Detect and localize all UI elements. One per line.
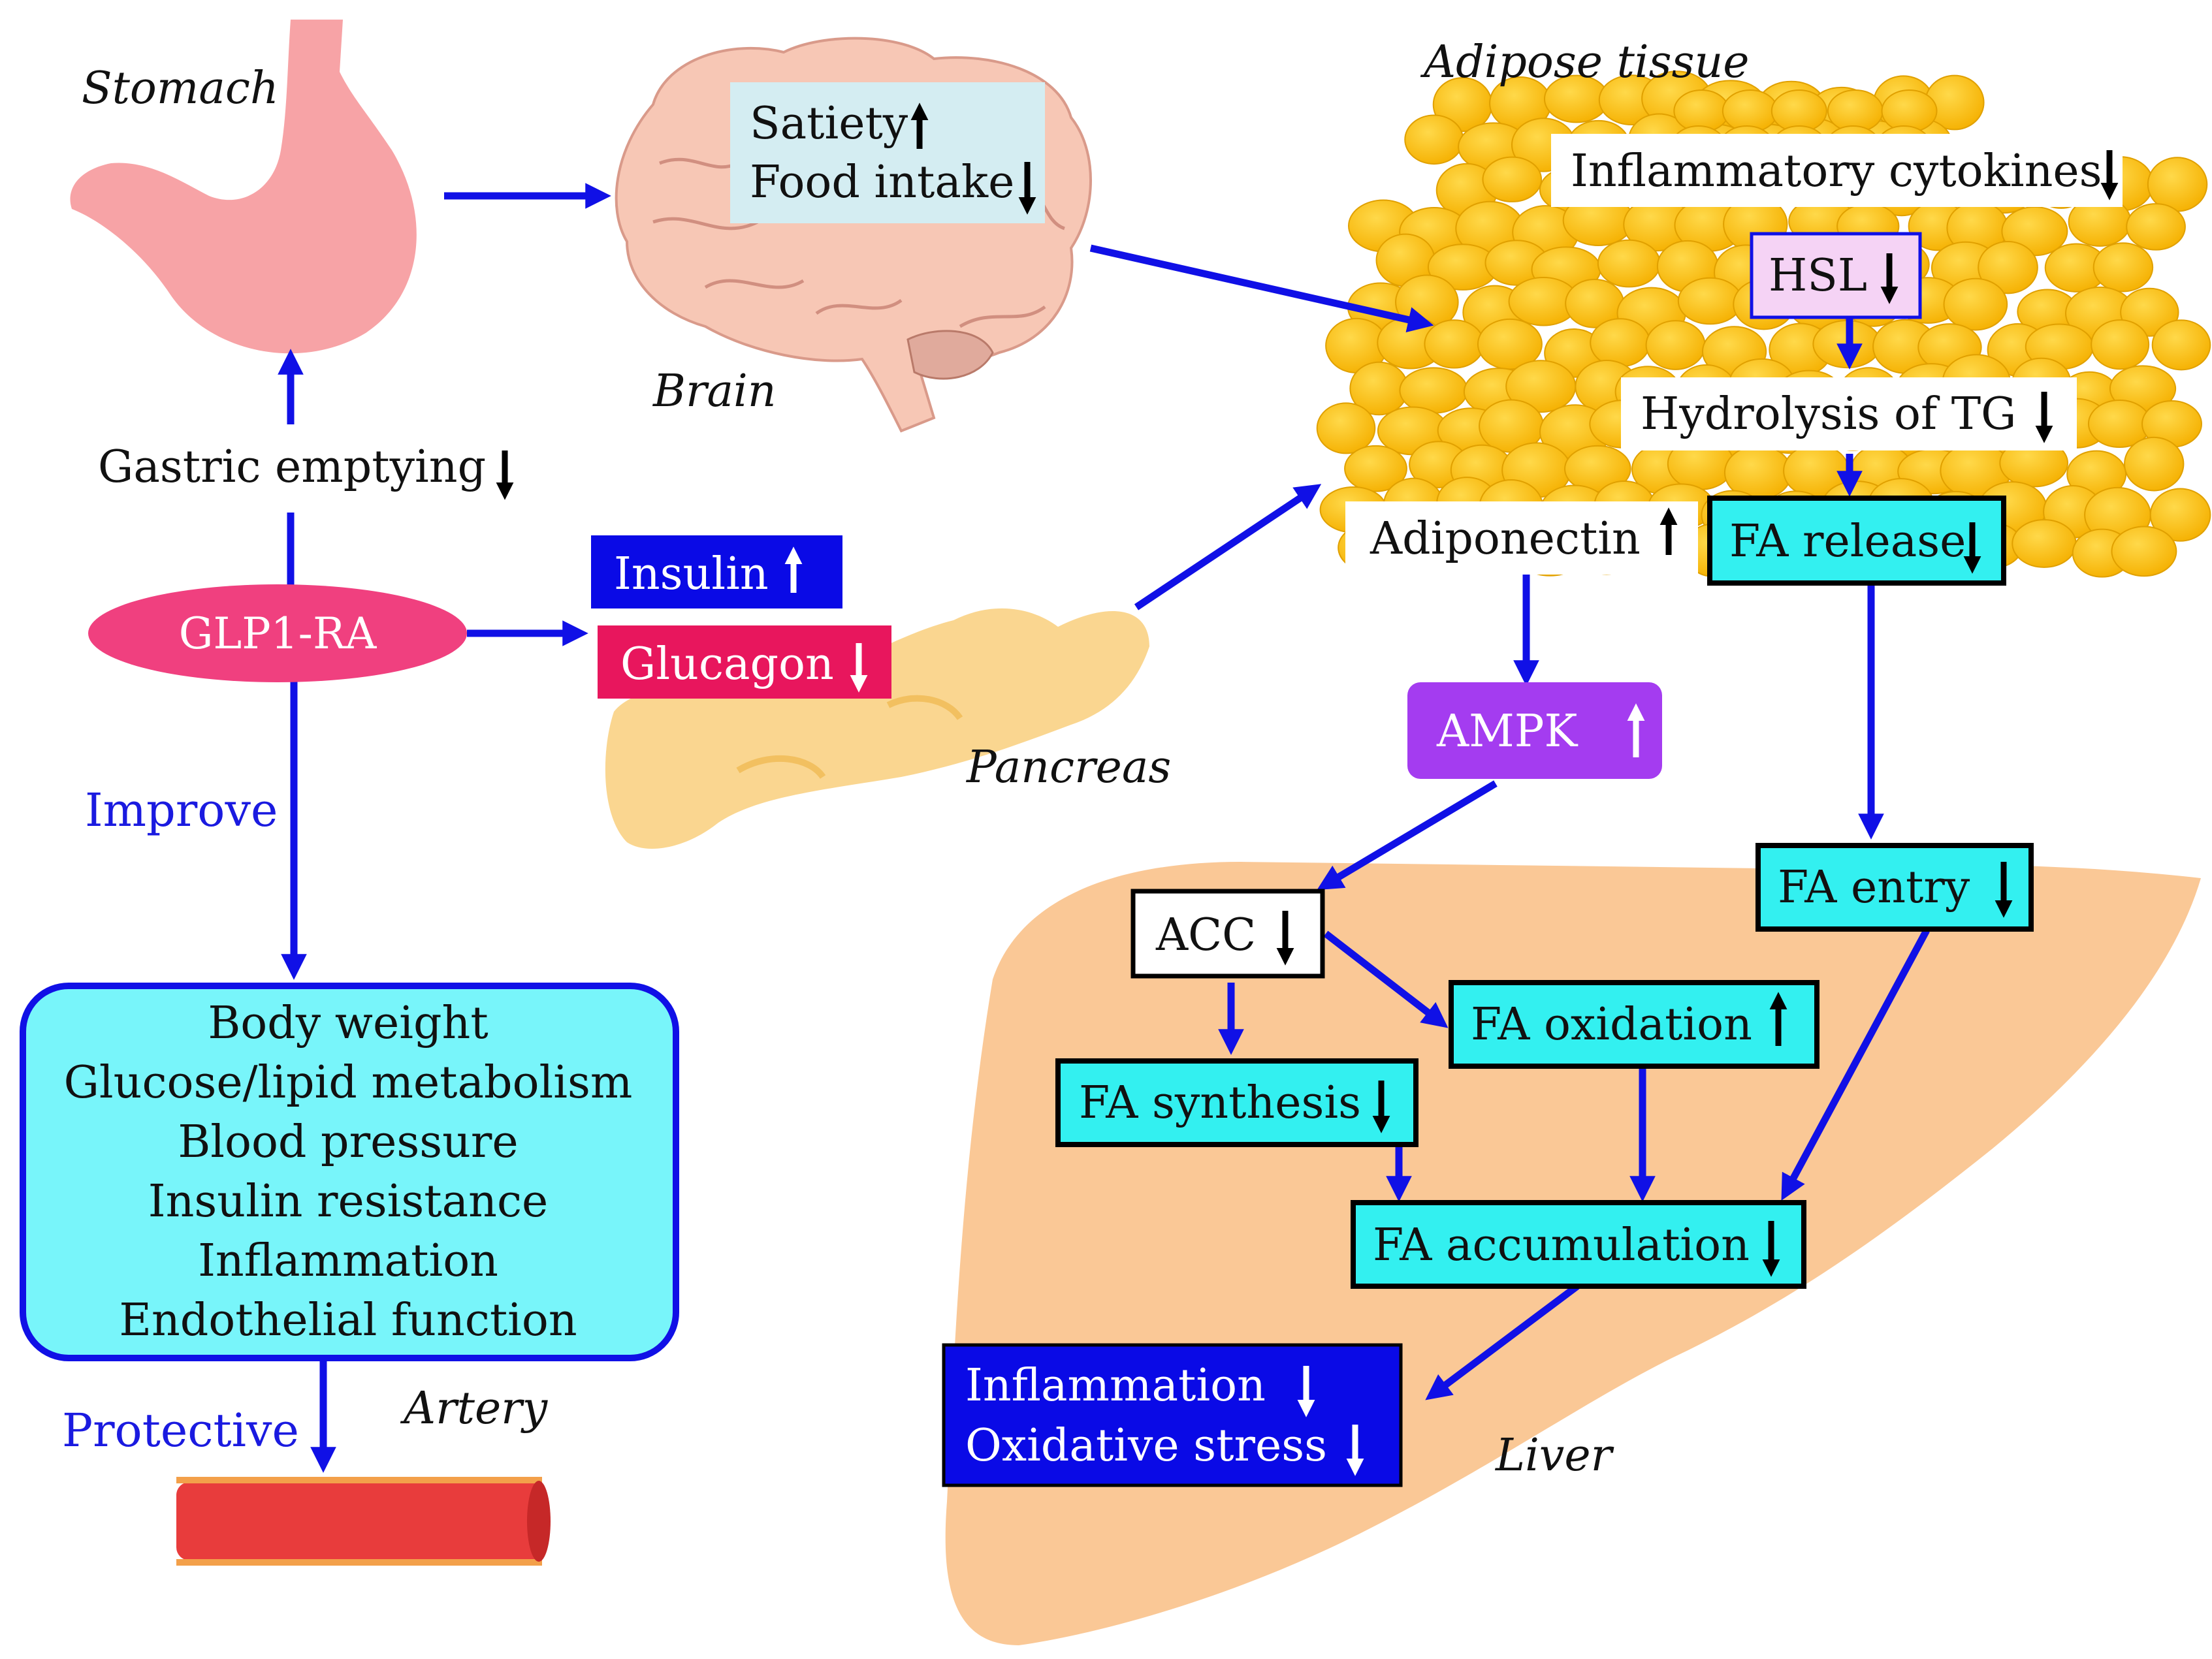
pancreas-label: Pancreas [965,742,1171,793]
hsl-text: HSL [1769,250,1867,302]
outcome-item: Insulin resistance [148,1176,549,1227]
acc-text: ACC [1155,909,1256,961]
improve-label: Improve [85,783,278,837]
fa-release-box [1707,496,2006,586]
outcome-item: Blood pressure [178,1116,518,1168]
glucagon-text: Glucagon [620,639,834,690]
liver-inflammation-text: Inflammation [965,1360,1266,1412]
satiety-box [730,82,1045,223]
fat-cell [1404,114,1464,165]
satiety-text: Satiety [750,98,908,150]
oxidative-stress-text: Oxidative stress [965,1420,1327,1472]
fat-cell [1316,402,1376,454]
arrows [278,183,1930,1473]
fat-cell [2012,519,2077,568]
hydrolysis-box [1621,377,2077,450]
fa-accumulation-text: FA accumulation [1373,1220,1750,1271]
fat-cell [2151,319,2211,371]
fat-cell [1677,277,1743,325]
fat-cell [2111,526,2177,577]
fat-cell [1399,367,1468,414]
fat-cell [1645,320,1706,370]
pancreas-illustration [605,608,1149,849]
cytokines-box [1551,134,2123,207]
ampk-box [1407,682,1662,779]
fa-accumulation-box [1351,1200,1806,1289]
fat-cell [1597,239,1661,288]
fat-cell [1978,241,2038,294]
glucagon-box [598,625,891,699]
brain-label: Brain [652,366,777,417]
fat-cell [1943,277,2008,331]
stomach-illustration [70,20,417,354]
adiponectin-text: Adiponectin [1370,513,1641,565]
fat-cell [1881,89,1938,133]
hydrolysis-text: Hydrolysis of TG [1641,388,2016,440]
fa-entry-box [1755,843,2034,932]
liver-label: Liver [1494,1430,1614,1481]
fa-release-text: FA release [1729,516,1966,567]
fa-oxidation-text: FA oxidation [1471,999,1752,1051]
glp1ra-oval [88,584,467,682]
outcomes-box [20,983,679,1361]
glp1ra-text: GLP1-RA [179,608,377,659]
fat-cell [1424,319,1484,369]
gastric-emptying-text: Gastric emptying [98,441,486,493]
fat-cell [2124,436,2185,492]
adipose-tissue-label: Adipose tissue [1420,37,1750,88]
artery-illustration [176,1477,551,1566]
outcome-item: Endothelial function [119,1295,577,1346]
outcome-item: Glucose/lipid metabolism [64,1057,633,1109]
fat-cell [2092,242,2154,292]
protective-label: Protective [62,1404,299,1457]
inflammation-stress-box [942,1343,1403,1487]
ampk-text: AMPK [1436,706,1578,757]
fa-synthesis-box [1055,1058,1419,1147]
fat-cell [1344,445,1407,492]
adiponectin-box [1345,501,1698,575]
cytokines-text: Inflammatory cytokines [1571,146,2102,197]
food-intake-text: Food intake [750,157,1014,208]
fat-cell [1482,156,1543,202]
outcomes-list: Body weight Glucose/lipid metabolism Blo… [64,998,633,1346]
fat-cell [2149,488,2211,542]
fa-oxidation-box [1449,980,1819,1069]
fat-cell [2091,319,2150,370]
outcome-item: Body weight [208,998,488,1049]
fa-synthesis-text: FA synthesis [1079,1077,1361,1129]
fat-cell [1590,318,1651,368]
insulin-text: Insulin [614,548,769,600]
fa-entry-text: FA entry [1778,862,1970,913]
outcome-item: Inflammation [198,1235,498,1287]
stomach-label: Stomach [82,63,279,114]
artery-label: Artery [400,1383,549,1434]
fat-cell [2126,203,2186,251]
